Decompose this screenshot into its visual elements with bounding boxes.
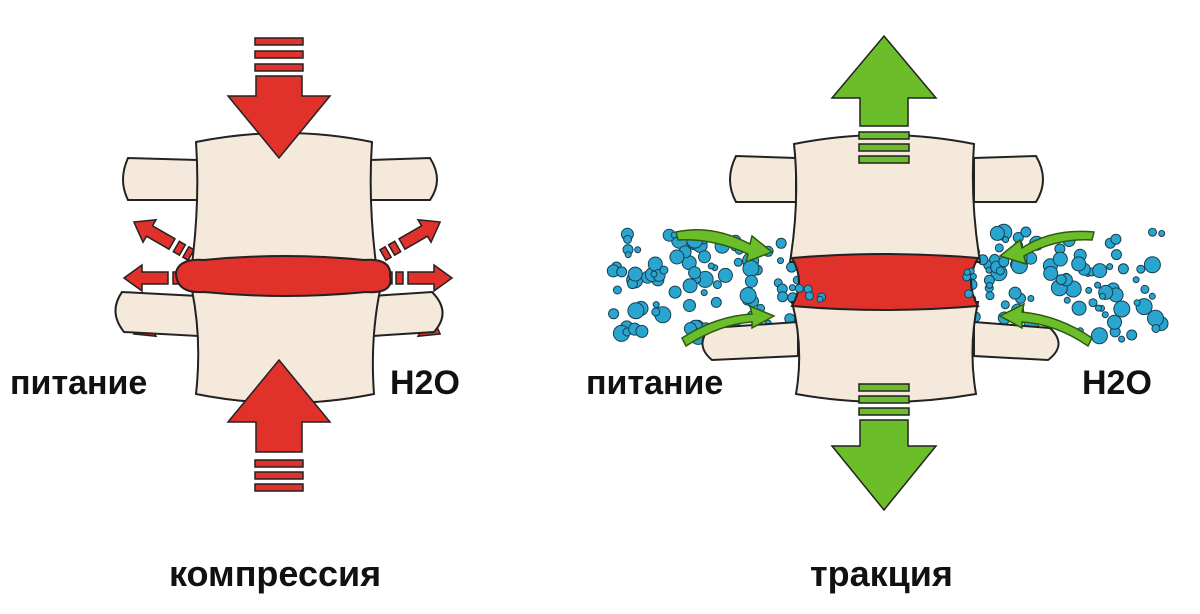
water-dot (635, 247, 641, 253)
water-dot (628, 267, 642, 281)
water-dot (964, 269, 970, 275)
water-dot (684, 300, 696, 312)
water-dot (625, 252, 631, 258)
water-dot (1134, 300, 1140, 306)
water-dot (711, 297, 721, 307)
water-dot (1119, 336, 1125, 342)
nutrition-label-right: питание (586, 366, 723, 400)
water-dot (778, 292, 788, 302)
water-dot (776, 238, 786, 248)
water-dot (986, 292, 994, 300)
water-dot (1141, 285, 1149, 293)
water-dot (660, 266, 668, 274)
water-dot (1096, 305, 1102, 311)
water-dot (699, 251, 711, 263)
water-dot (1152, 325, 1160, 333)
water-dot (1056, 275, 1066, 285)
traction-arrow-bottom (832, 384, 936, 510)
water-dot (1118, 264, 1128, 274)
nutrition-label-left: питание (10, 366, 147, 400)
water-dot (1159, 231, 1165, 237)
water-dot (683, 279, 697, 293)
water-dot (651, 271, 657, 277)
water-dot (734, 258, 742, 266)
water-dot (670, 250, 684, 264)
water-dot (1108, 315, 1122, 329)
water-dot (689, 267, 701, 279)
water-dot (1127, 330, 1137, 340)
water-dot (1003, 237, 1009, 243)
water-dot (609, 309, 619, 319)
water-dot (745, 275, 757, 287)
water-dot (713, 281, 721, 289)
water-dot (669, 286, 681, 298)
water-dot (718, 268, 732, 282)
water-dot (1093, 264, 1107, 278)
water-label-right: H2O (1082, 366, 1152, 400)
water-dot (708, 263, 714, 269)
water-dot (1111, 234, 1121, 244)
compressed-disc (176, 256, 391, 296)
water-dot (995, 244, 1003, 252)
water-dot (996, 267, 1004, 275)
water-dot (1028, 296, 1034, 302)
water-dot (1144, 257, 1160, 273)
water-dot (1100, 293, 1106, 299)
water-dot (1112, 250, 1122, 260)
water-dot (987, 282, 993, 288)
water-dot (636, 325, 648, 337)
water-dot (990, 226, 1004, 240)
compression-panel (115, 38, 452, 491)
water-dot (778, 258, 784, 264)
water-dot (1064, 297, 1070, 303)
water-dot (653, 302, 659, 308)
water-dot (613, 286, 621, 294)
traction-panel (607, 36, 1168, 510)
water-dot (1107, 264, 1113, 270)
water-dot (965, 290, 973, 298)
water-dot (1149, 228, 1157, 236)
water-dot (795, 284, 803, 292)
caption-compression: компрессия (169, 556, 381, 592)
water-dot (1044, 266, 1058, 280)
water-dot (1102, 312, 1108, 318)
water-dot (652, 308, 660, 316)
water-dot (1021, 227, 1031, 237)
water-dot (1095, 282, 1101, 288)
water-label-left: H2O (390, 366, 460, 400)
water-dot (1091, 328, 1107, 344)
water-dot (1086, 287, 1092, 293)
water-dot (1137, 265, 1145, 273)
water-dot (1001, 301, 1009, 309)
water-dot (624, 235, 632, 243)
water-dot (1072, 301, 1086, 315)
water-dot (789, 285, 795, 291)
water-dot (740, 288, 756, 304)
water-dot (817, 296, 823, 302)
water-dot (1089, 299, 1097, 307)
water-dot (806, 292, 814, 300)
water-dot (1149, 293, 1155, 299)
water-dot (701, 290, 707, 296)
water-dot (1133, 277, 1139, 283)
water-dot (1053, 252, 1067, 266)
water-dot (628, 303, 644, 319)
water-dot (1009, 287, 1021, 299)
water-dot (1114, 301, 1130, 317)
water-dot (1072, 257, 1086, 271)
water-dot (617, 267, 627, 277)
caption-traction: тракция (810, 556, 953, 592)
